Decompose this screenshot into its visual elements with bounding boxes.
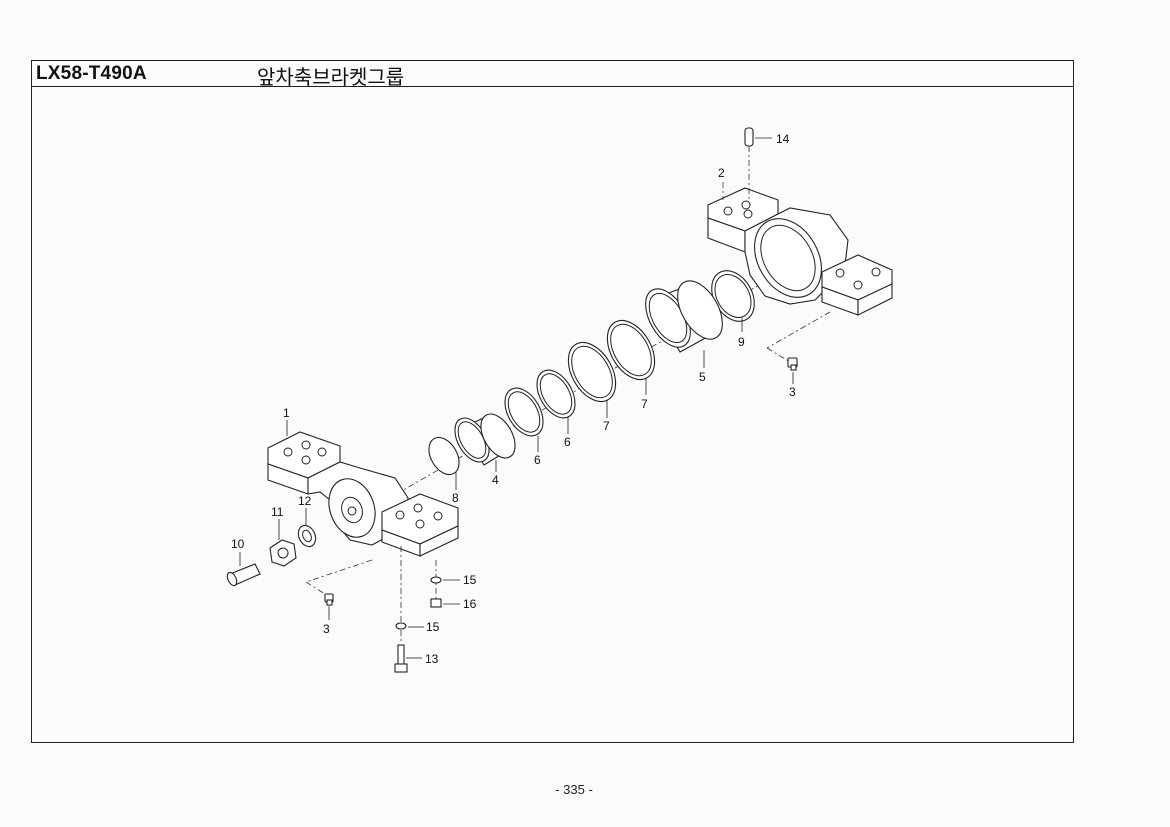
callout-2: 2 bbox=[718, 166, 725, 180]
callout-15-b: 15 bbox=[426, 620, 440, 634]
part-13-15-16-stack bbox=[394, 546, 460, 673]
center-axis-line bbox=[359, 249, 821, 516]
part-14-pin bbox=[744, 127, 772, 200]
part-11-nut bbox=[269, 519, 297, 567]
callout-7-a: 7 bbox=[603, 419, 610, 433]
callout-15-a: 15 bbox=[463, 573, 477, 587]
callout-7-b: 7 bbox=[641, 397, 648, 411]
callout-5: 5 bbox=[699, 370, 706, 384]
part-5-bushing bbox=[645, 280, 723, 368]
callout-13: 13 bbox=[425, 652, 439, 666]
callout-12: 12 bbox=[298, 494, 312, 508]
group-title: 앞차축브라켓그룹 bbox=[257, 65, 405, 89]
callout-9: 9 bbox=[738, 335, 745, 349]
callout-10: 10 bbox=[231, 537, 245, 551]
callout-6-b: 6 bbox=[564, 435, 571, 449]
callout-14: 14 bbox=[776, 132, 790, 146]
part-6-ring-b bbox=[504, 387, 544, 452]
part-6-ring-a bbox=[536, 369, 576, 434]
part-4-bushing bbox=[454, 413, 516, 472]
model-code: LX58-T490A bbox=[36, 63, 147, 84]
part-2-bracket bbox=[707, 187, 893, 316]
part-3-grease-nipple-a bbox=[305, 559, 373, 620]
callout-1: 1 bbox=[283, 406, 290, 420]
part-7-ring-a bbox=[606, 319, 656, 395]
part-12-washer bbox=[297, 508, 317, 548]
part-3-grease-nipple-b bbox=[766, 311, 831, 384]
page-number: - 335 - bbox=[555, 782, 593, 797]
callout-6-a: 6 bbox=[534, 453, 541, 467]
callout-8: 8 bbox=[452, 491, 459, 505]
callout-16: 16 bbox=[463, 597, 477, 611]
title-block: LX58-T490A 앞차축브라켓그룹 bbox=[32, 61, 1073, 89]
callout-4: 4 bbox=[492, 473, 499, 487]
drawing-frame: LX58-T490A 앞차축브라켓그룹 bbox=[31, 60, 1074, 743]
part-10-bolt bbox=[226, 552, 261, 587]
part-1-bracket bbox=[267, 420, 459, 557]
part-8-shim bbox=[428, 436, 460, 490]
part-7-ring-b bbox=[567, 341, 617, 418]
callout-3-left: 3 bbox=[323, 622, 330, 636]
callout-3-right: 3 bbox=[789, 385, 796, 399]
callout-11: 11 bbox=[271, 505, 284, 519]
